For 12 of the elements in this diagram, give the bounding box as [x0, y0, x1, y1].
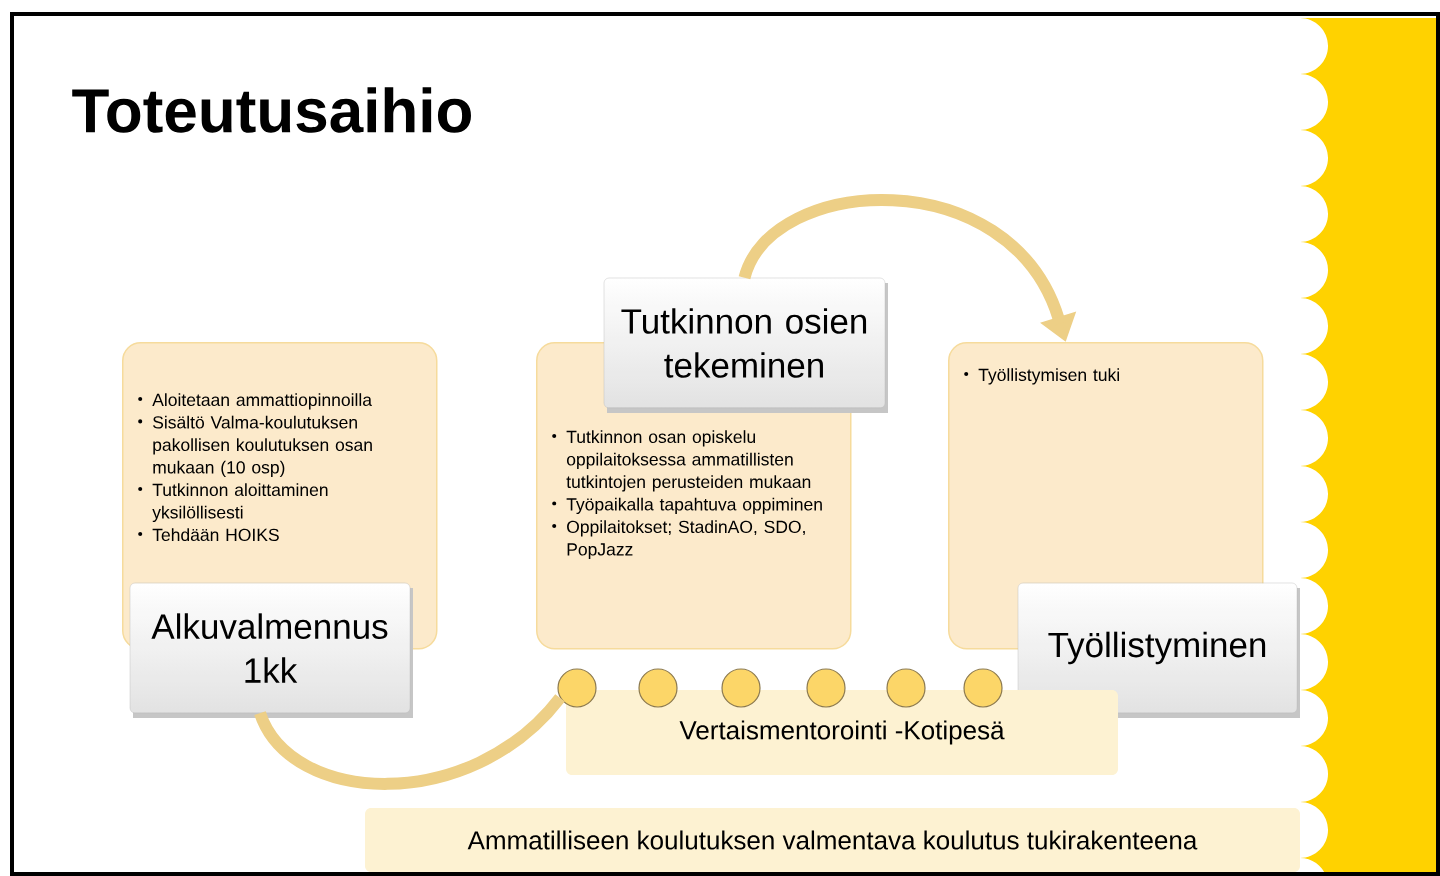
- stage-label-box: Alkuvalmennus 1kk: [129, 582, 413, 718]
- mentoring-dot: [963, 668, 1003, 708]
- band: Ammatilliseen koulutuksen valmentava koulutus tukirakenteena: [365, 808, 1300, 872]
- stage-label-box: Työllistyminen: [1017, 582, 1300, 718]
- stage-label-box: Tutkinnon osien tekeminen: [603, 277, 888, 413]
- mentoring-dot: [806, 668, 846, 708]
- mentoring-dot: [638, 668, 678, 708]
- mentoring-dot: [721, 668, 761, 708]
- mentoring-dot: [557, 668, 597, 708]
- mentoring-dot: [886, 668, 926, 708]
- band: Vertaismentorointi -Kotipesä: [566, 690, 1118, 775]
- title: Toteutusaihio: [72, 87, 471, 133]
